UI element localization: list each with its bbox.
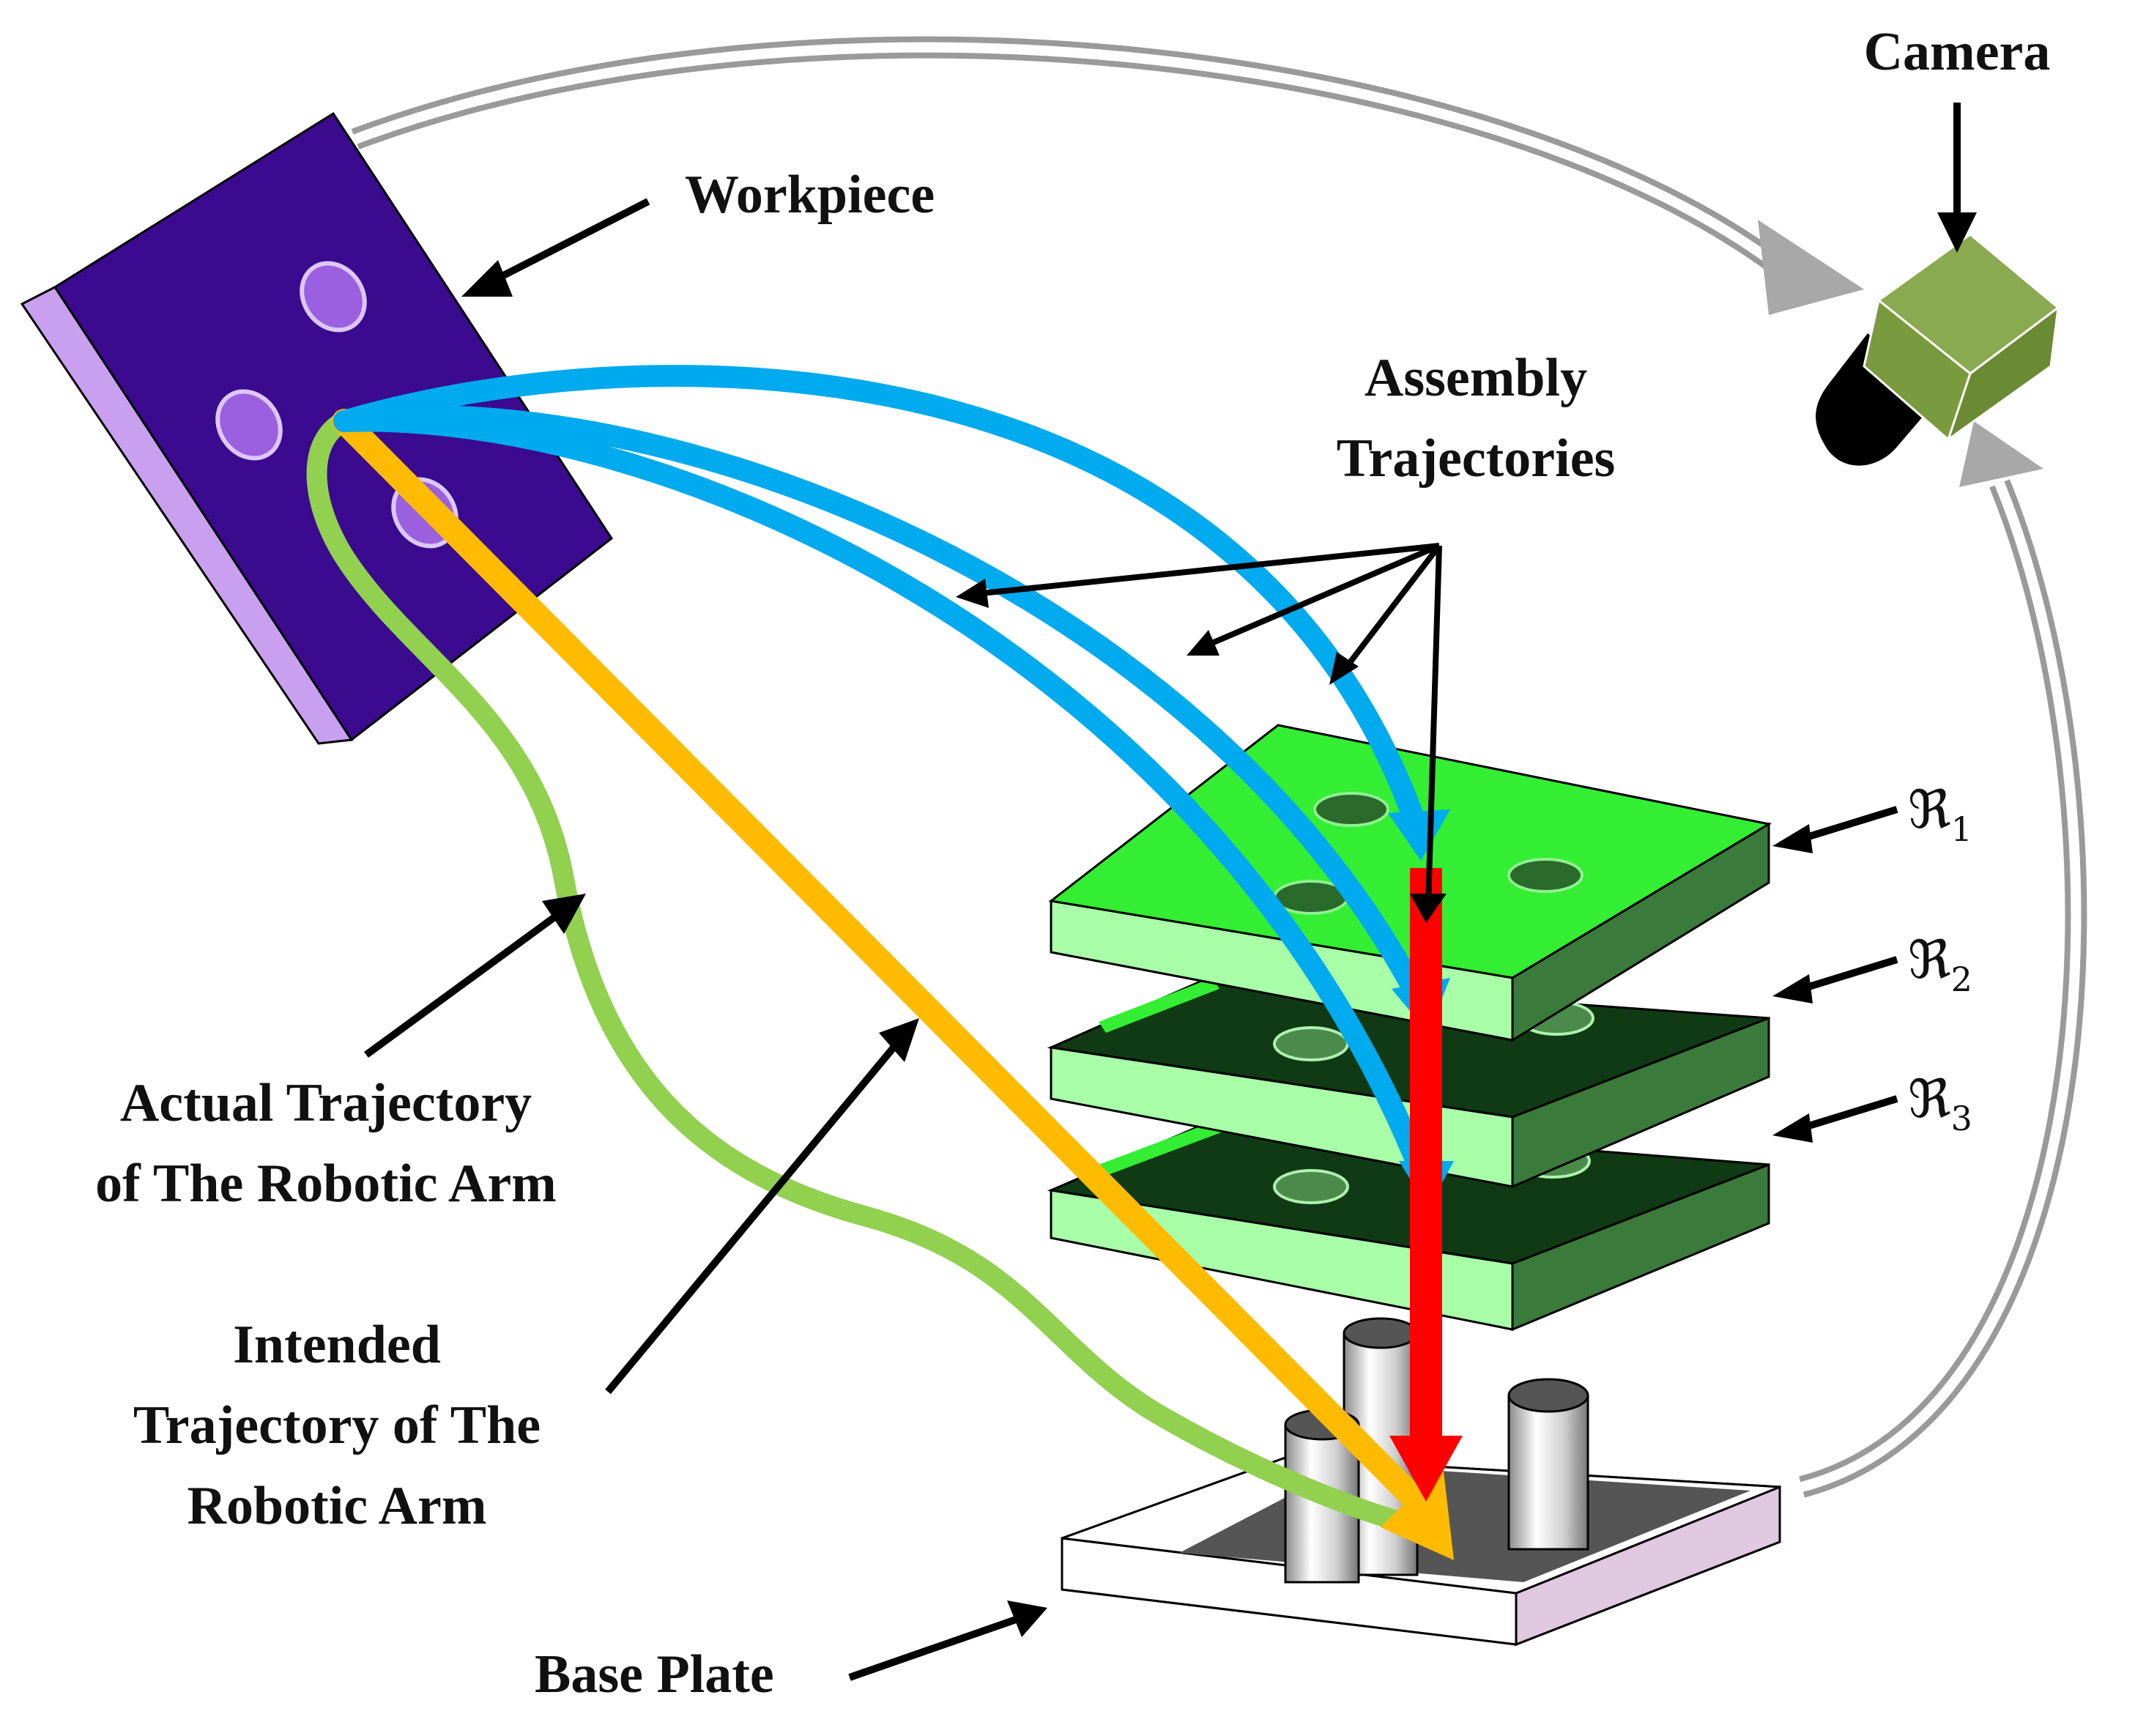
- r2-symbol: ℜ: [1908, 929, 1951, 990]
- r3-symbol: ℜ: [1908, 1068, 1951, 1129]
- intended-label-line3: Robotic Arm: [188, 1476, 487, 1536]
- svg-text:ℜ2: ℜ2: [1908, 929, 1972, 999]
- r3-subscript: 3: [1951, 1099, 1972, 1138]
- intended-label-line2: Trajectory of The: [133, 1395, 541, 1455]
- camera-pointer-head: [1937, 212, 1977, 253]
- camera-label: Camera: [1864, 22, 2051, 82]
- intended-pointer-head: [879, 1018, 919, 1062]
- feedback-arrow-workpiece-to-camera: [351, 36, 1864, 315]
- actual-label-line1: Actual Trajectory: [120, 1073, 532, 1133]
- assembly-label-line1: Assembly: [1365, 348, 1587, 408]
- intended-pointer: [605, 1045, 896, 1395]
- actual-pointer: [364, 912, 559, 1058]
- actual-label-line2: of The Robotic Arm: [95, 1154, 557, 1214]
- r3-label-group: ℜ3: [1772, 1068, 1972, 1143]
- r2-subscript: 2: [1951, 960, 1972, 999]
- workpiece-pointer-head: [461, 260, 513, 297]
- plate-r1: [1048, 724, 1772, 1042]
- base-plate-label: Base Plate: [535, 1644, 774, 1705]
- workpiece-pointer: [481, 198, 650, 289]
- vertical-trajectory: [1389, 868, 1463, 1502]
- assembly-label-line2: Trajectories: [1337, 429, 1616, 489]
- intended-trajectory: [332, 409, 1454, 1560]
- base-plate-pointer: [848, 1615, 1020, 1681]
- actual-pointer-head: [542, 894, 586, 934]
- r1-symbol: ℜ: [1908, 779, 1951, 840]
- svg-text:ℜ1: ℜ1: [1908, 779, 1972, 849]
- intended-label-line1: Intended: [233, 1315, 441, 1375]
- r2-label-group: ℜ2: [1772, 929, 1972, 1004]
- workpiece-label: Workpiece: [685, 165, 935, 225]
- r1-subscript: 1: [1951, 809, 1972, 849]
- base-plate-pointer-head: [1007, 1600, 1047, 1637]
- svg-text:ℜ3: ℜ3: [1908, 1068, 1972, 1138]
- base-pins: [1284, 1317, 1589, 1584]
- assembly-trajectories: [333, 365, 1454, 1209]
- camera-icon: [1816, 233, 2060, 466]
- assembly-pointers: [956, 543, 1447, 923]
- r1-label-group: ℜ1: [1772, 779, 1972, 853]
- actual-trajectory: [306, 411, 1431, 1537]
- feedback-arrow-baseplate-to-camera: [1799, 421, 2087, 1498]
